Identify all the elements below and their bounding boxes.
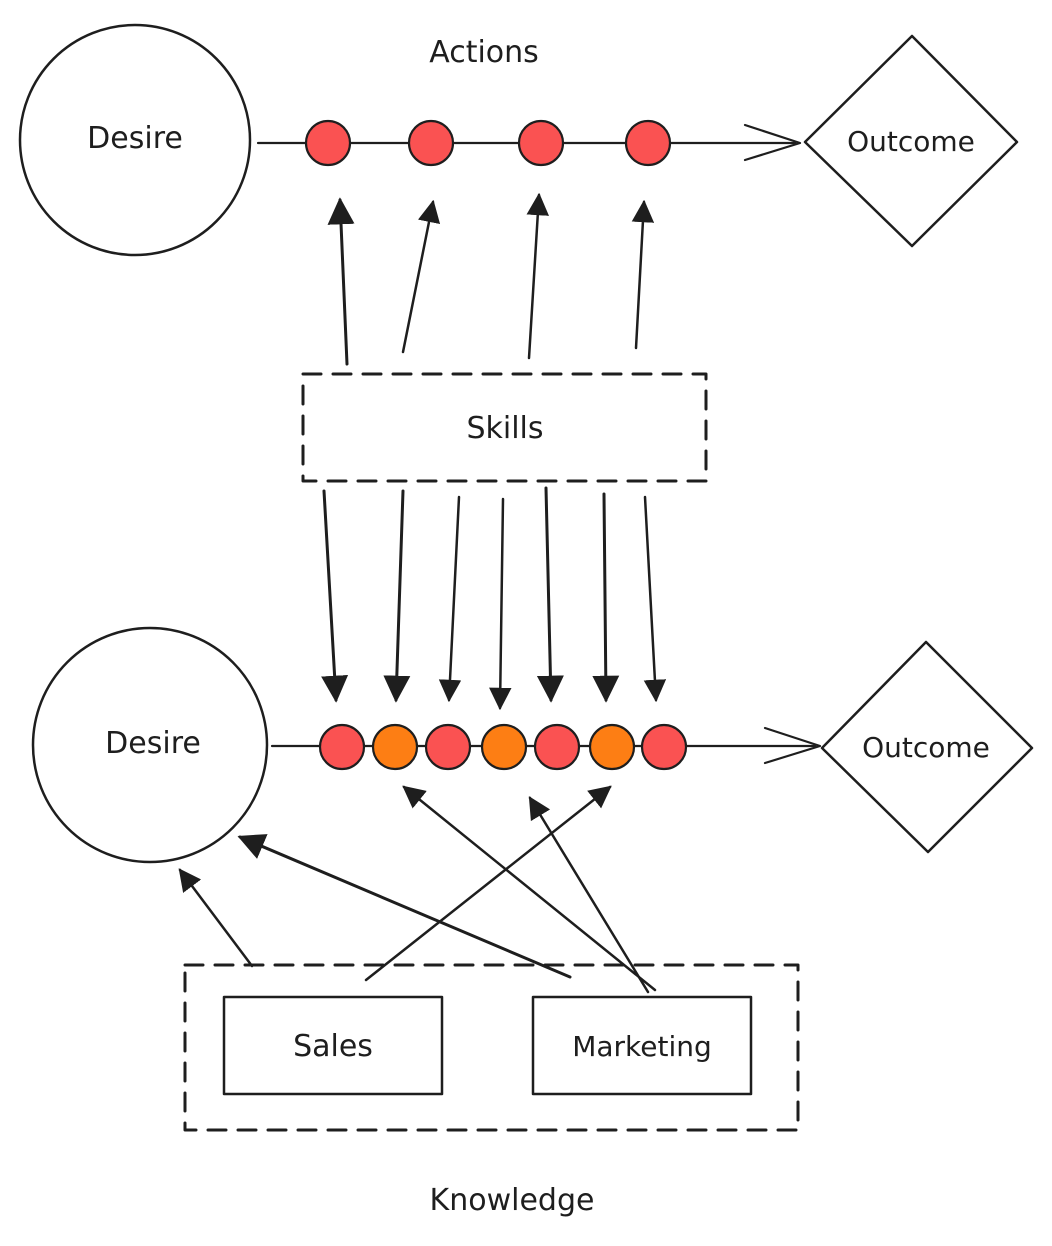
top-outcome-node[interactable]: Outcome — [803, 34, 1019, 248]
arrow — [383, 489, 411, 703]
arrow — [526, 192, 549, 360]
arrow — [401, 199, 441, 354]
knowledge-label: Knowledge — [430, 1183, 595, 1218]
marketing-label: Marketing — [572, 1030, 712, 1063]
arrow — [489, 497, 512, 711]
arrow — [631, 199, 655, 350]
bottom-outcome-label: Outcome — [862, 731, 990, 764]
bottom-desire-label: Desire — [105, 726, 201, 761]
arrow — [592, 492, 620, 703]
action-node-red[interactable] — [517, 119, 565, 167]
top-desire-node[interactable]: Desire — [18, 23, 252, 257]
action-node-red[interactable] — [407, 119, 455, 167]
actions-label: Actions — [429, 35, 539, 70]
arrow — [402, 785, 657, 992]
top-outcome-diamond — [803, 34, 1019, 248]
knowledge-item-marketing[interactable]: Marketing — [531, 995, 753, 1096]
arrow — [536, 486, 564, 703]
arrow — [237, 834, 572, 979]
marketing-box — [531, 995, 753, 1096]
skills-label: Skills — [466, 411, 543, 446]
action-node-red[interactable] — [533, 723, 581, 771]
action-node-red[interactable] — [640, 723, 688, 771]
arrow — [178, 868, 254, 968]
action-node-orange[interactable] — [588, 723, 636, 771]
knowledge-item-sales[interactable]: Sales — [222, 995, 444, 1096]
arrow — [528, 796, 650, 994]
top-flow-arrowhead — [743, 123, 802, 162]
sales-label: Sales — [293, 1029, 373, 1064]
arrow — [643, 495, 667, 703]
arrow — [321, 489, 349, 703]
sales-box — [222, 995, 444, 1096]
action-node-red[interactable] — [304, 119, 352, 167]
action-node-orange[interactable] — [371, 723, 419, 771]
knowledge-arrows — [178, 785, 657, 994]
skills-box — [301, 372, 708, 483]
skills-to-bottom-arrows — [321, 486, 667, 711]
top-desire-circle — [18, 23, 252, 257]
bottom-flow-arrowhead — [763, 726, 822, 765]
top-desire-label: Desire — [87, 121, 183, 156]
bottom-outcome-node[interactable]: Outcome — [820, 640, 1034, 854]
arrow — [364, 785, 612, 982]
top-actions — [304, 119, 672, 167]
action-node-red[interactable] — [624, 119, 672, 167]
arrow — [327, 197, 355, 366]
arrow — [438, 495, 462, 703]
bottom-desire-circle — [31, 626, 269, 864]
top-outcome-label: Outcome — [847, 125, 975, 158]
action-node-red[interactable] — [424, 723, 472, 771]
skills-group[interactable]: Skills — [301, 372, 708, 483]
action-node-orange[interactable] — [480, 723, 528, 771]
knowledge-group[interactable]: Sales Marketing — [183, 963, 800, 1132]
bottom-outcome-diamond — [820, 640, 1034, 854]
bottom-desire-node[interactable]: Desire — [31, 626, 269, 864]
action-node-red[interactable] — [318, 723, 366, 771]
skills-to-top-arrows — [327, 192, 655, 366]
bottom-actions — [318, 723, 688, 771]
knowledge-box — [183, 963, 800, 1132]
